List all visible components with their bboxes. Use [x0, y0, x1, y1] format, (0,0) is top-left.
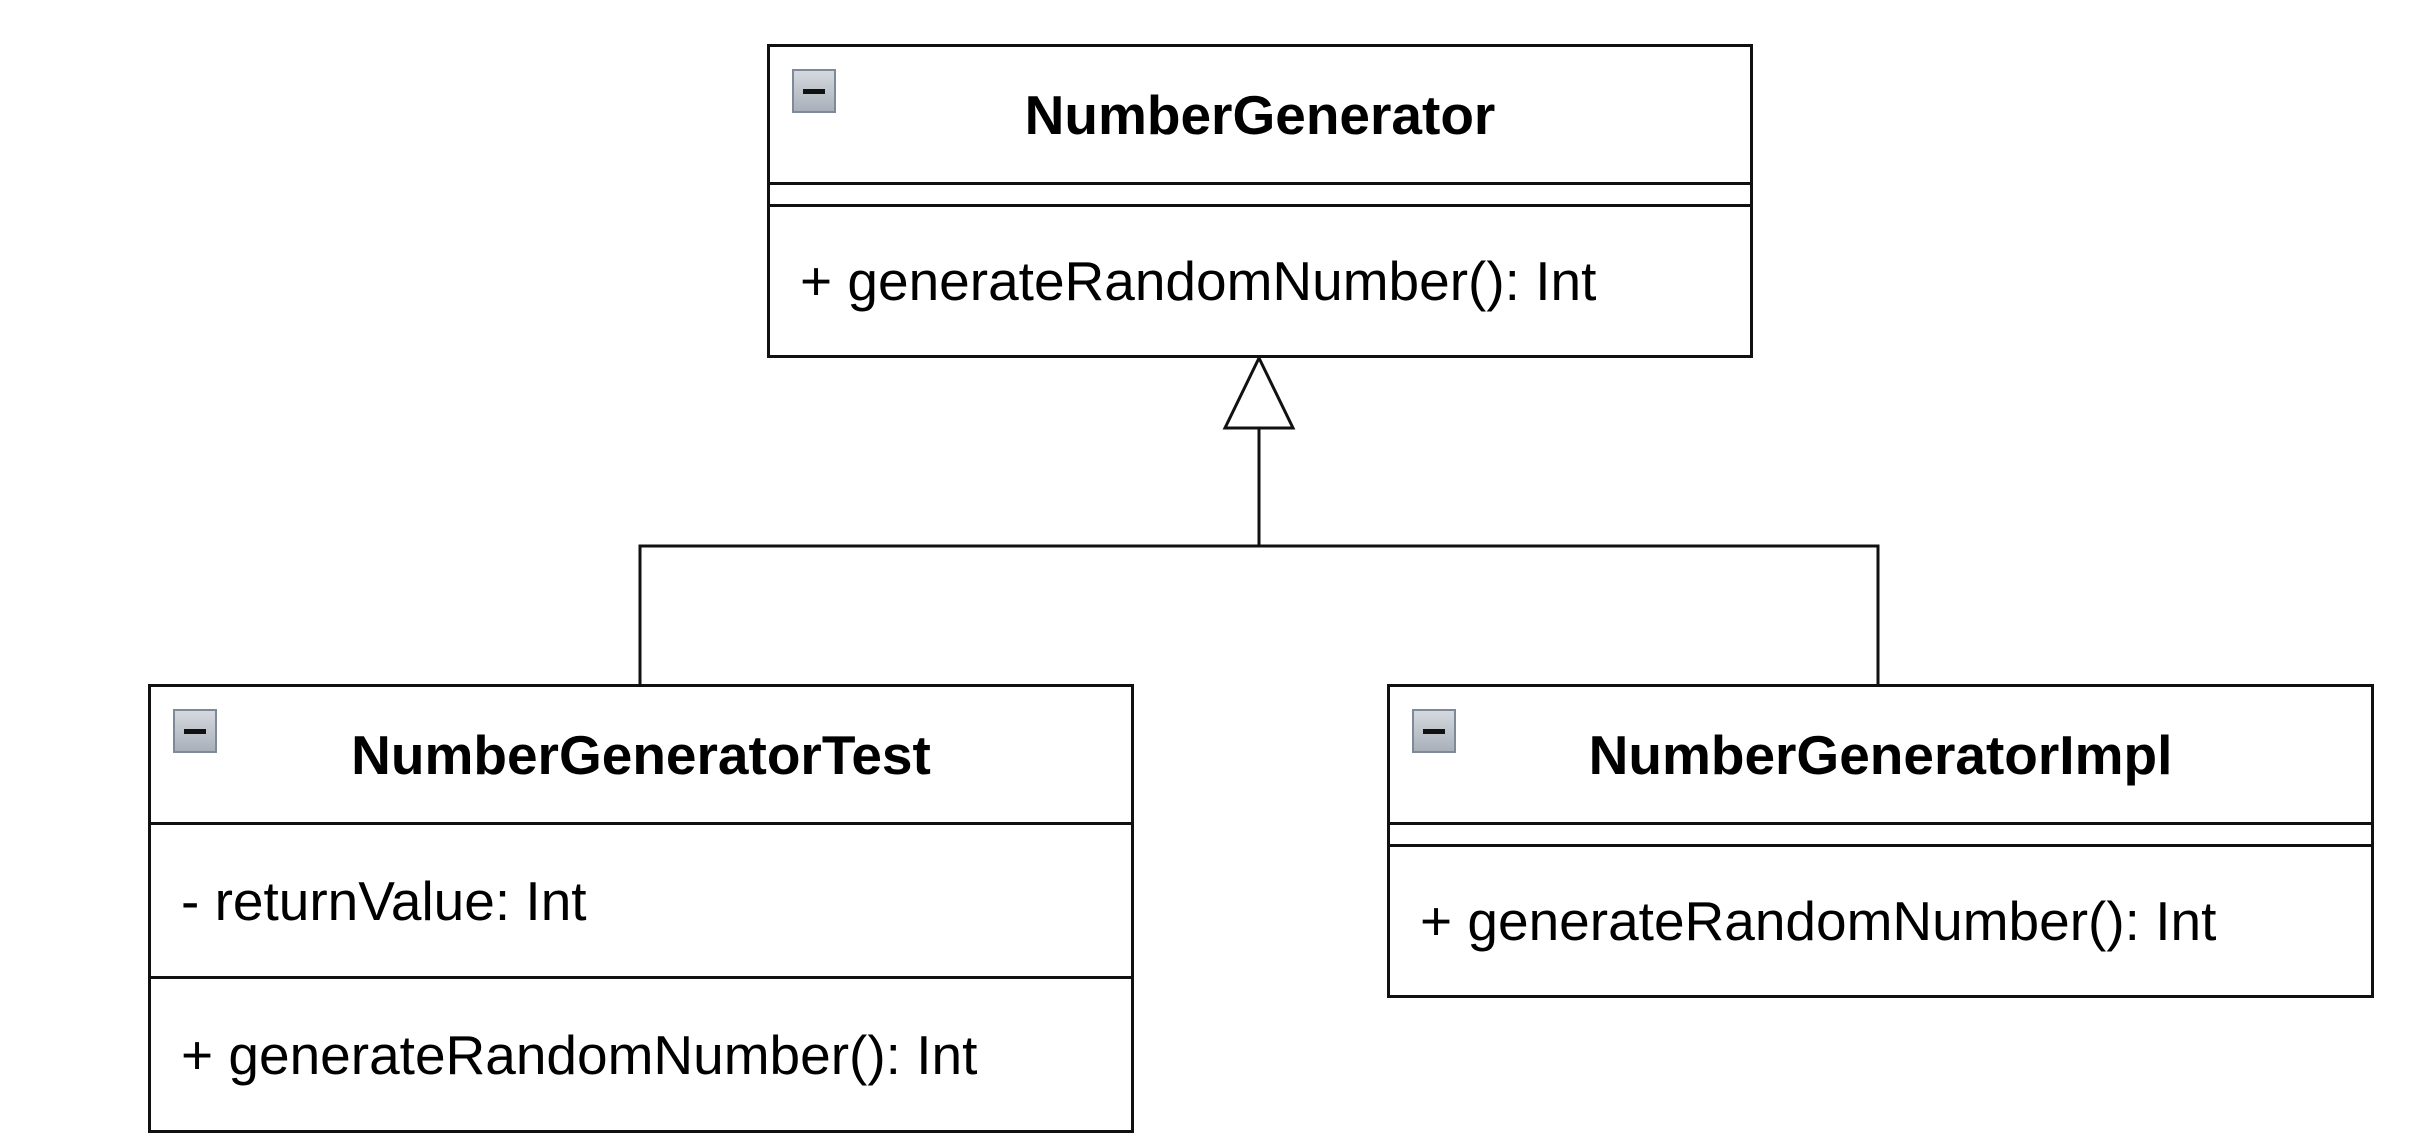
class-number-generator[interactable]: NumberGenerator + generateRandomNumber()…	[767, 44, 1753, 358]
attributes-compartment	[770, 185, 1750, 207]
attribute-text: - returnValue: Int	[181, 869, 587, 932]
class-name: NumberGeneratorImpl	[1588, 723, 2173, 786]
operations-compartment: + generateRandomNumber(): Int	[1390, 847, 2371, 995]
class-name: NumberGeneratorTest	[351, 723, 931, 786]
attributes-compartment	[1390, 825, 2371, 847]
operations-compartment: + generateRandomNumber(): Int	[151, 979, 1131, 1130]
operations-compartment: + generateRandomNumber(): Int	[770, 207, 1750, 355]
collapse-icon[interactable]	[792, 69, 836, 113]
collapse-icon[interactable]	[173, 709, 217, 753]
attributes-compartment: - returnValue: Int	[151, 825, 1131, 979]
operation-text: + generateRandomNumber(): Int	[800, 250, 1597, 312]
class-header: NumberGeneratorImpl	[1390, 687, 2371, 825]
generalization-line[interactable]	[638, 544, 1880, 684]
class-name: NumberGenerator	[1024, 83, 1496, 146]
class-number-generator-impl[interactable]: NumberGeneratorImpl + generateRandomNumb…	[1387, 684, 2374, 998]
operation-text: + generateRandomNumber(): Int	[181, 1023, 978, 1086]
operation-text: + generateRandomNumber(): Int	[1420, 890, 2217, 952]
class-header: NumberGeneratorTest	[151, 687, 1131, 825]
class-number-generator-test[interactable]: NumberGeneratorTest - returnValue: Int +…	[148, 684, 1134, 1133]
collapse-icon[interactable]	[1412, 709, 1456, 753]
generalization-arrowhead	[1222, 354, 1296, 430]
class-header: NumberGenerator	[770, 47, 1750, 185]
